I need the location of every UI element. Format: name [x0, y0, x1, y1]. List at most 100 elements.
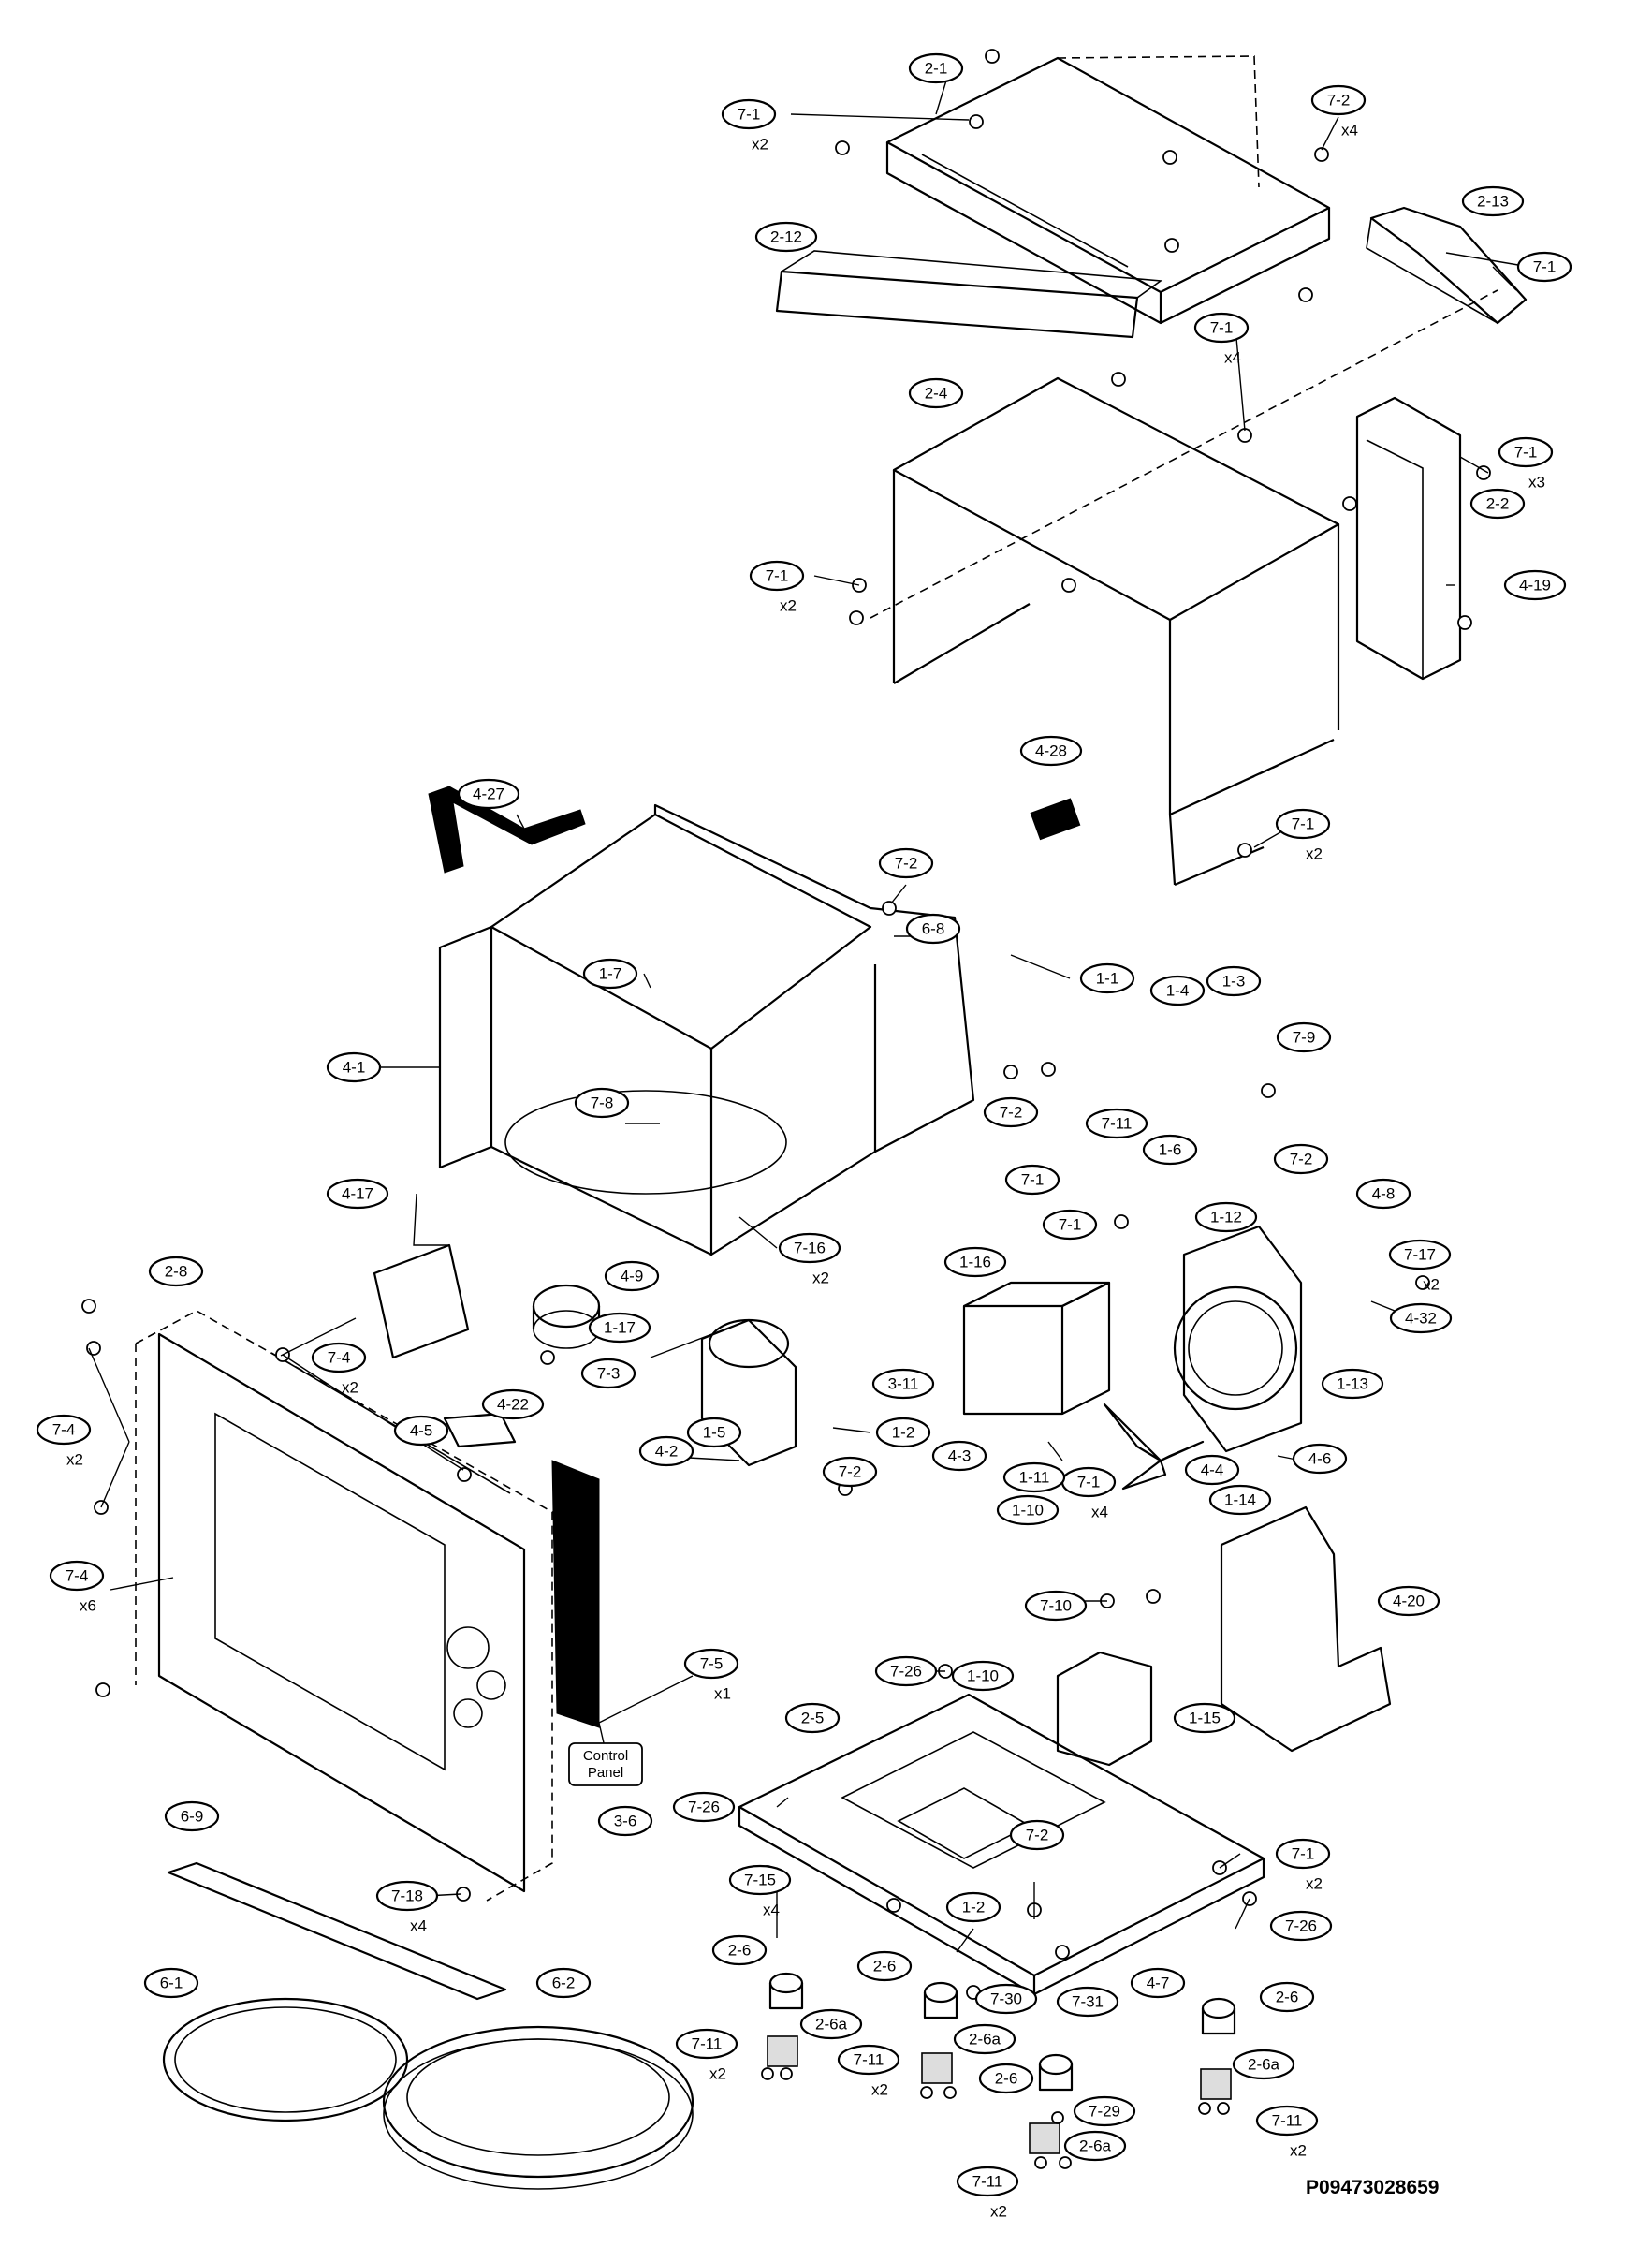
- callout-1-12: 1-12: [1194, 1201, 1258, 1233]
- callout-label: 7-1: [1514, 444, 1538, 462]
- mica-cover-4-5: [373, 1243, 470, 1359]
- callout-label: 2-6a: [1079, 2137, 1112, 2155]
- callout-quantity: x1: [714, 1685, 731, 1703]
- callout-7-11: 7-11: [1085, 1108, 1148, 1139]
- callout-label: 6-9: [181, 1808, 204, 1826]
- callout-label: 4-27: [473, 786, 504, 803]
- callout-4-19: 4-19: [1503, 569, 1567, 601]
- callout-4-1: 4-1: [326, 1051, 382, 1083]
- callout-1-3: 1-3: [1206, 965, 1262, 997]
- callout-2-13: 2-13: [1461, 185, 1525, 217]
- callout-quantity: x4: [1224, 349, 1241, 367]
- callout-2-6: 2-6: [856, 1950, 913, 1982]
- callout-label: 6-1: [160, 1975, 183, 1992]
- callout-quantity: x2: [342, 1379, 358, 1397]
- callout-4-2: 4-2: [638, 1435, 694, 1467]
- callout-7-1: 7-1x2: [721, 98, 777, 154]
- callout-label: 1-1: [1096, 970, 1119, 988]
- callout-7-2: 7-2: [822, 1456, 878, 1488]
- callout-quantity: x4: [763, 1902, 780, 1919]
- callout-label: 1-6: [1159, 1141, 1182, 1159]
- callout-label: 2-6: [728, 1942, 752, 1960]
- callout-label: 4-20: [1393, 1593, 1425, 1610]
- callout-7-1: 7-1x3: [1498, 436, 1554, 492]
- door-frame-2-8: [135, 1310, 553, 1902]
- callout-label: 7-1: [738, 106, 761, 124]
- callout-2-6a: 2-6a: [799, 2008, 863, 2040]
- callout-label: 7-5: [700, 1655, 724, 1673]
- callout-label: 7-29: [1089, 2103, 1120, 2121]
- callout-4-28: 4-28: [1019, 735, 1083, 767]
- callout-label: 1-12: [1210, 1209, 1242, 1226]
- callout-7-4: 7-4x2: [36, 1414, 92, 1469]
- callout-label: 2-6a: [815, 2016, 848, 2034]
- callout-label: 4-4: [1201, 1461, 1224, 1479]
- callout-label: 2-6: [1276, 1989, 1299, 2006]
- callout-7-30: 7-30: [974, 1983, 1038, 2015]
- callout-label: 7-11: [1102, 1115, 1133, 1133]
- callout-7-26: 7-26: [874, 1655, 938, 1687]
- callout-label: 4-5: [410, 1422, 433, 1440]
- callout-label: 4-17: [342, 1185, 373, 1203]
- transformer-1-16: [962, 1281, 1111, 1416]
- callout-6-9: 6-9: [164, 1800, 220, 1832]
- callout-1-14: 1-14: [1208, 1484, 1272, 1516]
- control-panel-label-box: Control Panel: [568, 1742, 643, 1786]
- callout-label: 1-7: [599, 965, 622, 983]
- callout-7-1: 7-1 x4: [1193, 312, 1250, 367]
- callout-7-26: 7-26: [1269, 1910, 1333, 1942]
- callout-7-2: 7-2: [1273, 1143, 1329, 1175]
- callout-label: 2-4: [925, 385, 948, 403]
- callout-label: 1-10: [967, 1667, 999, 1685]
- door-seal-6-9: [167, 1861, 507, 2001]
- drawing-number: P09473028659: [1306, 2177, 1439, 2198]
- callout-label: 7-9: [1293, 1029, 1316, 1047]
- bracket-2-13: [1366, 206, 1528, 325]
- callout-label: 2-6a: [1248, 2056, 1280, 2074]
- callout-label: 1-13: [1337, 1375, 1368, 1393]
- roller-ring-6-1: [162, 1997, 409, 2122]
- callout-label: 2-12: [770, 228, 802, 246]
- callout-label: 7-17: [1404, 1246, 1436, 1264]
- callout-label: 7-4: [66, 1567, 89, 1585]
- callout-label: 7-4: [328, 1349, 351, 1367]
- callout-7-1: 7-1: [1004, 1164, 1060, 1196]
- callout-1-1: 1-1: [1079, 962, 1135, 994]
- callout-1-16: 1-16: [943, 1246, 1007, 1278]
- callout-label: 2-1: [925, 60, 948, 78]
- callout-1-10: 1-10: [996, 1494, 1060, 1526]
- control-panel: [446, 1460, 600, 1728]
- callout-label: 2-6: [995, 2070, 1018, 2088]
- callout-1-2: 1-2: [945, 1891, 1001, 1923]
- callout-7-29: 7-29: [1073, 2095, 1136, 2127]
- callout-label: 1-16: [959, 1254, 991, 1271]
- callout-1-6: 1-6: [1142, 1134, 1198, 1166]
- fan-blade-4-4: [1103, 1403, 1205, 1491]
- callout-7-1: 7-1x4: [1060, 1466, 1117, 1521]
- callout-quantity: x2: [1423, 1276, 1440, 1294]
- callout-1-5: 1-5: [686, 1417, 742, 1448]
- callout-2-1: 2-1: [908, 52, 964, 84]
- callout-7-1: 7-1x2: [1275, 808, 1331, 863]
- callout-2-6a: 2-6a: [1232, 2049, 1295, 2080]
- callout-label: 7-2: [1290, 1151, 1313, 1168]
- callout-4-22: 4-22: [481, 1388, 545, 1420]
- base-plate-2-5: [738, 1693, 1265, 1996]
- callout-label: 1-2: [962, 1899, 986, 1917]
- callout-quantity: x4: [1091, 1504, 1108, 1521]
- callout-7-5: 7-5 x1: [683, 1648, 739, 1703]
- foot-sleeves-2-6a: [767, 2035, 1232, 2154]
- callout-7-1: 7-1: [1042, 1209, 1098, 1241]
- callout-7-31: 7-31: [1056, 1986, 1119, 2018]
- callout-label: 7-1: [1210, 319, 1234, 337]
- callout-7-2: 7-2: [983, 1096, 1039, 1128]
- callout-label: 1-2: [892, 1424, 915, 1442]
- callout-label: 1-5: [703, 1424, 726, 1442]
- callout-label: 4-6: [1308, 1450, 1332, 1468]
- callout-label: 7-10: [1040, 1597, 1072, 1615]
- callout-1-7: 1-7: [582, 958, 638, 990]
